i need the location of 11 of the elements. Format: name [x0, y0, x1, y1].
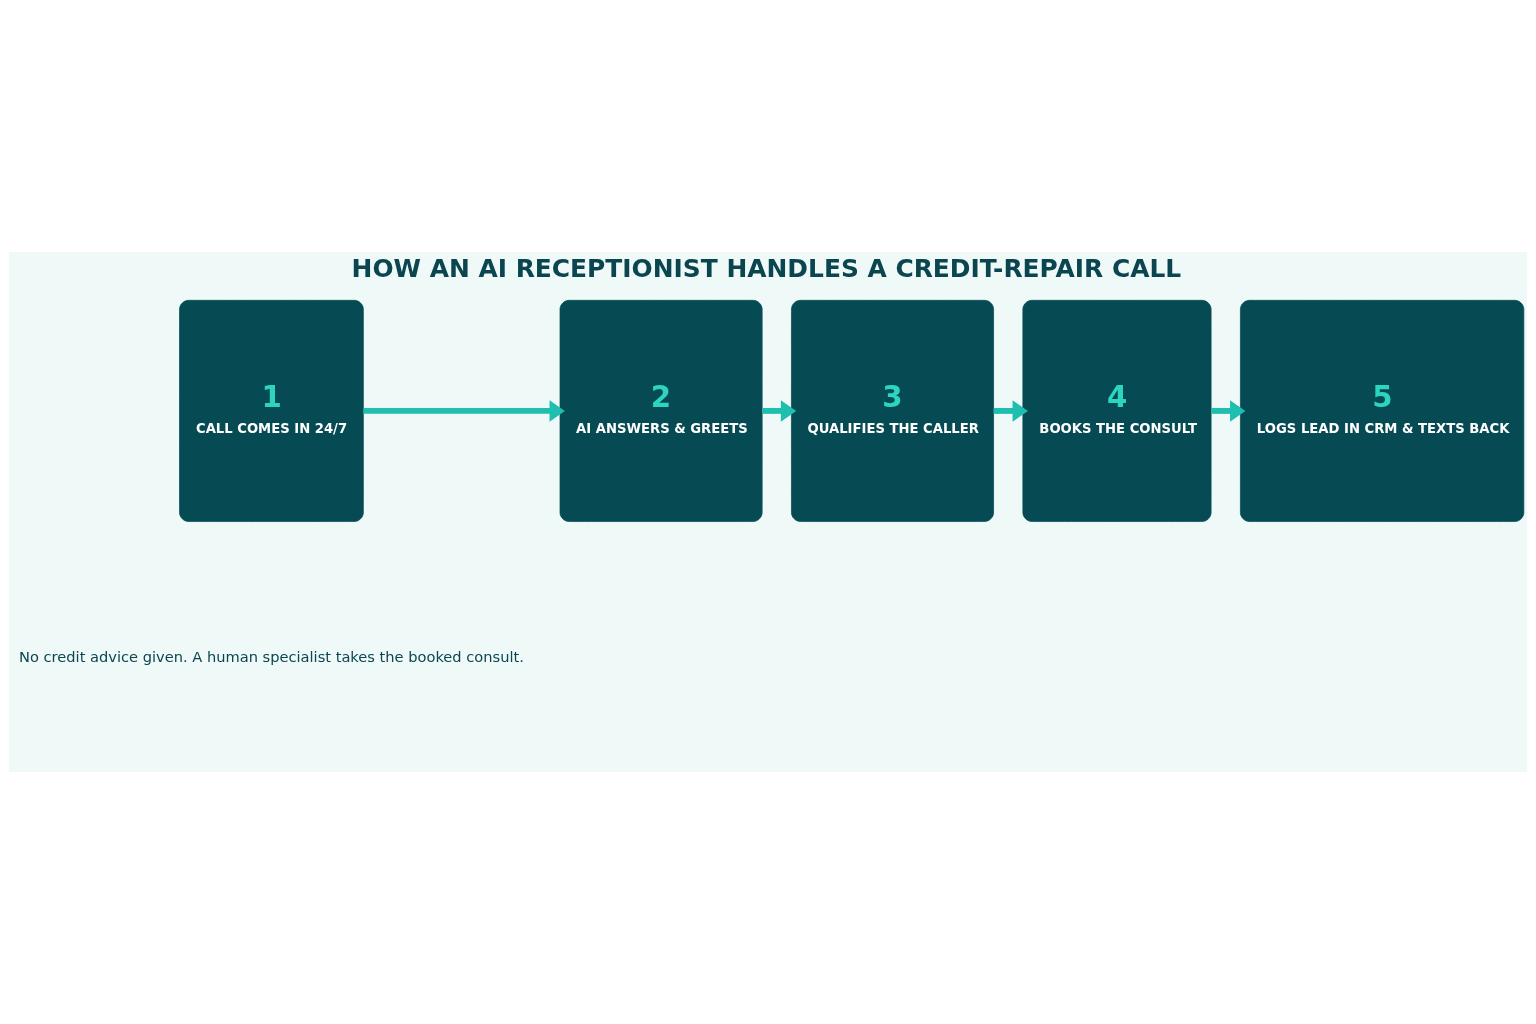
arrow: [1211, 400, 1246, 422]
arrow: [993, 400, 1028, 422]
node-box: 1 CALL COMES IN 24/7: [179, 299, 364, 522]
node-box: 2 AI ANSWERS & GREETS: [559, 299, 763, 522]
arrow: [363, 400, 565, 422]
caption: No credit advice given. A human specialist takes the booked consult.: [19, 648, 524, 666]
arrow: [762, 400, 797, 422]
node-box: 3 QUALIFIES THE CALLER: [791, 299, 994, 522]
node-box: 4 BOOKS THE CONSULT: [1022, 299, 1212, 522]
node-box: 5 LOGS LEAD IN CRM & TEXTS BACK: [1240, 299, 1525, 522]
diagram-title: HOW AN AI RECEPTIONIST HANDLES A CREDIT-REPAIR CALL: [351, 254, 1182, 284]
